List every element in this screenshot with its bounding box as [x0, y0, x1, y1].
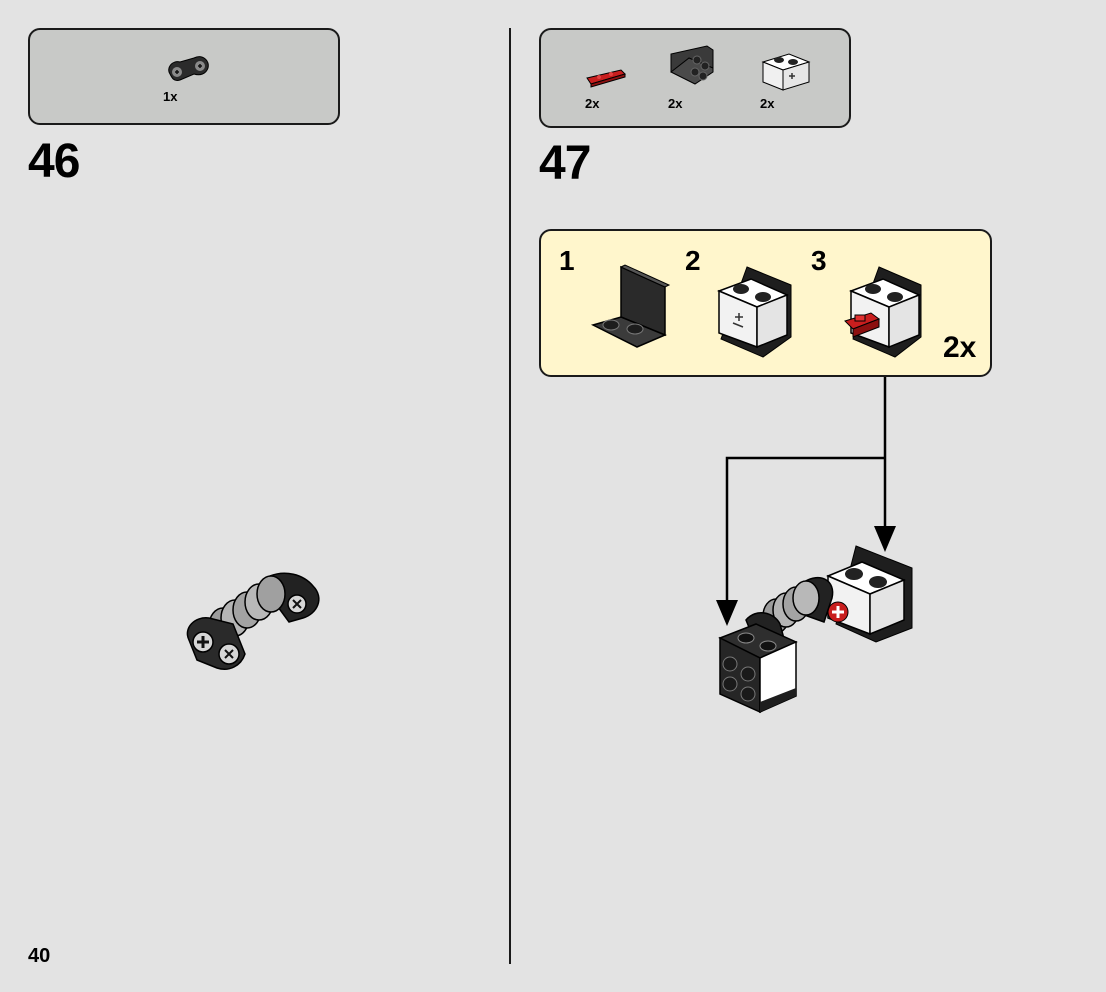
step46-number: 46 — [28, 135, 80, 188]
substep-2-brick-illustration — [716, 266, 792, 358]
step47-parts-box: 2x 2x 2x — [539, 28, 851, 128]
substep-3-number: 3 — [811, 245, 827, 276]
substep-1-number: 1 — [559, 245, 575, 276]
white-brick-qty: 2x — [760, 96, 775, 111]
step46-parts-box: 1x — [28, 28, 340, 125]
subassembly-callout: 1 2 3 2x — [539, 229, 992, 377]
white-brick-part-icon — [761, 53, 811, 91]
step46-assembly-illustration — [186, 572, 320, 670]
step47-assembly-illustration — [718, 545, 913, 714]
dark-bracket-qty: 2x — [668, 96, 683, 111]
dark-bracket-part-icon — [670, 45, 714, 85]
substep-3-red-plate-illustration — [844, 266, 922, 358]
substep-2-number: 2 — [685, 245, 701, 276]
subassembly-multiplier: 2x — [943, 331, 977, 364]
page-number: 40 — [28, 945, 51, 967]
technic-connector-part-icon — [168, 56, 209, 81]
step47-number: 47 — [539, 137, 591, 190]
red-plate-part-icon — [586, 69, 626, 88]
step46-part-qty: 1x — [163, 89, 178, 104]
page-divider — [509, 28, 511, 964]
red-plate-qty: 2x — [585, 96, 600, 111]
substep-1-bracket-illustration — [590, 264, 671, 348]
